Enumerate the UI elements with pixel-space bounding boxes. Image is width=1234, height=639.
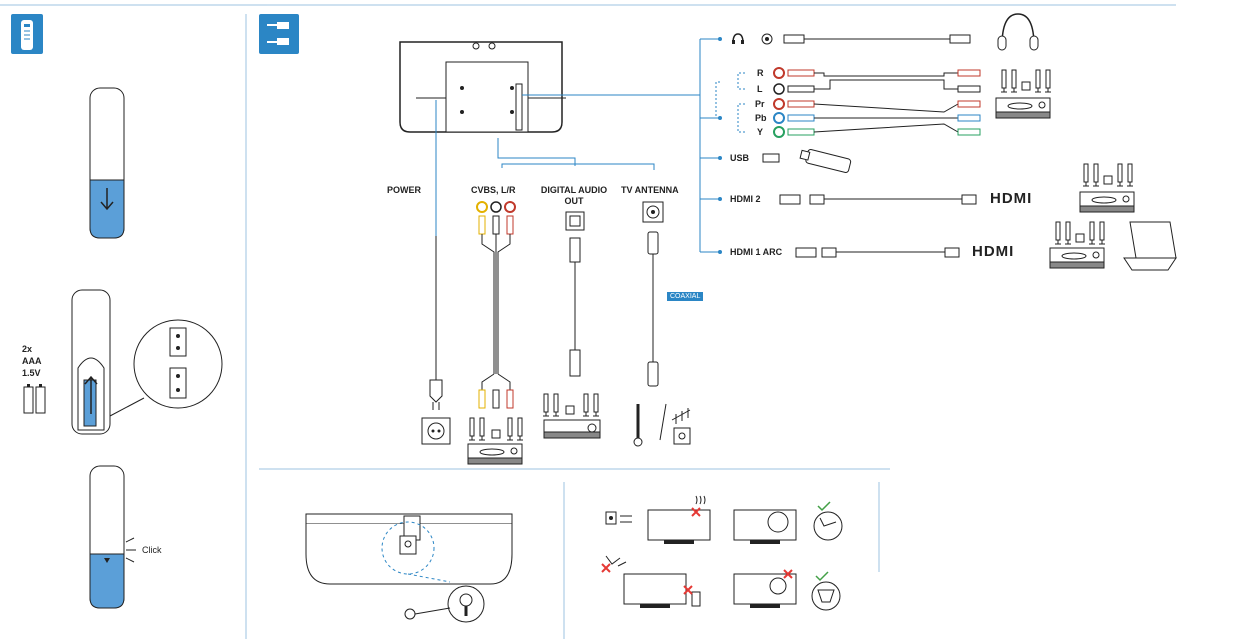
remote-batteries <box>71 289 223 435</box>
digital-audio-label-1: DIGITAL AUDIO <box>540 185 608 195</box>
digital-audio-label-2: OUT <box>564 196 584 206</box>
cable-icon <box>259 14 299 54</box>
power-button-location <box>305 513 513 623</box>
cleaning-instructions <box>601 495 843 611</box>
tv-antenna-label: TV ANTENNA <box>621 185 679 195</box>
click-label: Click <box>142 545 162 555</box>
remote-close-cover <box>89 465 136 609</box>
tv-rear-diagram <box>399 41 566 133</box>
headphone-icon <box>732 33 744 44</box>
port-hdmi2-label: HDMI 2 <box>730 194 761 204</box>
port-r-label: R <box>757 68 764 78</box>
port-y-label: Y <box>757 127 764 137</box>
coaxial-badge: COAXIAL <box>667 292 704 301</box>
remote-icon <box>11 14 43 54</box>
hdmi-logo-2: HDMI <box>990 190 1033 207</box>
hdmi-logo-1: HDMI <box>972 243 1015 260</box>
port-l-label: L <box>757 84 763 94</box>
port-pr-label: Pr <box>755 99 765 109</box>
port-pb-label: Pb <box>755 113 767 123</box>
battery-count: 2x <box>22 344 33 354</box>
remote-open-cover <box>89 87 125 239</box>
battery-type: AAA <box>22 356 42 366</box>
battery-voltage: 1.5V <box>22 368 41 378</box>
power-label: POWER <box>387 185 422 195</box>
port-usb-label: USB <box>730 153 750 163</box>
cvbs-label: CVBS, L/R <box>471 185 516 195</box>
port-hdmi1-label: HDMI 1 ARC <box>730 247 783 257</box>
battery-icon <box>23 384 46 414</box>
